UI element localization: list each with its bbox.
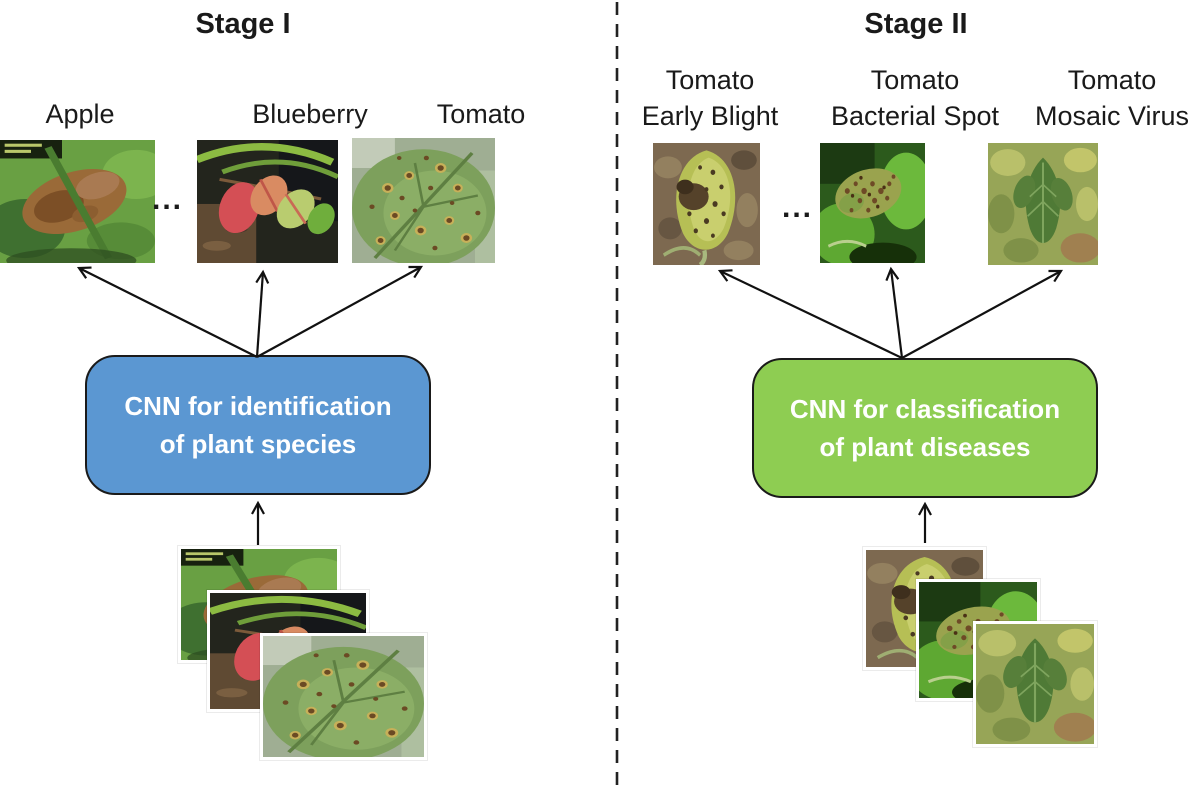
stage1-cnn-box-line2: of plant species (159, 429, 357, 459)
label-blueberry: Blueberry (252, 99, 368, 129)
stage1-cnn-box: CNN for identification of plant species (85, 355, 431, 495)
arrow-cnn2-to-early-blight (717, 269, 903, 359)
mosaic-virus-photo (988, 143, 1098, 265)
arrow-cnn2-to-bacterial-spot (885, 266, 904, 359)
tomato-photo (352, 138, 495, 263)
early-blight-photo (653, 143, 760, 265)
blueberry-photo (197, 140, 338, 263)
arrow-cnn2-to-mosaic-virus (901, 269, 1064, 359)
stage2-cnn-box: CNN for classification of plant diseases (752, 358, 1098, 498)
arrow-cnn1-to-tomato (256, 265, 424, 358)
stage2-title: Stage II (864, 8, 968, 40)
stage2-stack-mosaic-virus-photo (973, 621, 1097, 747)
label-line1: Tomato (870, 65, 960, 95)
stage2-cnn-box-line2: of plant diseases (819, 432, 1031, 462)
label-line2: Early Blight (641, 101, 779, 131)
label-tomato-early-blight: Tomato Early Blight (642, 62, 779, 134)
stage2-ellipsis: ... (782, 191, 814, 224)
stage1-title: Stage I (195, 8, 291, 40)
label-tomato-mosaic-virus: Tomato Mosaic Virus (1035, 62, 1189, 134)
label-apple: Apple (45, 99, 115, 129)
label-line1: Tomato (665, 65, 755, 95)
label-tomato-bacterial-spot: Tomato Bacterial Spot (831, 62, 999, 134)
stage1-cnn-box-line1: CNN for identification (124, 391, 392, 421)
bacterial-spot-photo (820, 143, 925, 263)
label-line1: Tomato (1067, 65, 1157, 95)
label-line2: Mosaic Virus (1034, 101, 1190, 131)
label-line2: Bacterial Spot (830, 101, 1000, 131)
arrow-cnn1-to-apple (76, 266, 258, 358)
label-tomato: Tomato (436, 99, 526, 129)
stage1-ellipsis: ... (152, 183, 184, 216)
apple-photo (0, 140, 155, 263)
stage2-cnn-box-line1: CNN for classification (789, 394, 1061, 424)
stage1-stack-tomato-photo (260, 633, 427, 760)
arrow-cnn1-to-blueberry (255, 269, 270, 358)
